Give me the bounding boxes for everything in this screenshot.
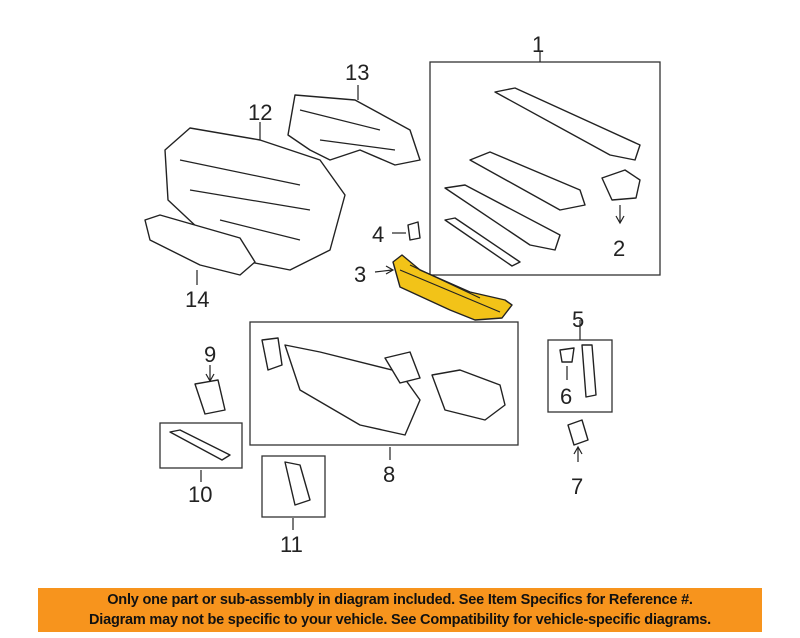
callout-9: 9 [204, 342, 216, 367]
callout-5: 5 [572, 307, 584, 332]
callout-14: 14 [185, 287, 209, 312]
part-10-rail [169, 429, 231, 461]
callout-13: 13 [345, 60, 369, 85]
disclaimer-line-2: Diagram may not be specific to your vehi… [88, 612, 712, 628]
part-8-small [384, 351, 421, 384]
callout-10: 10 [188, 482, 212, 507]
part-14-reinforcement [144, 214, 256, 276]
callout-4: 4 [372, 222, 384, 247]
part-1-cowl-top [494, 87, 641, 161]
part-8-dash-lower [284, 344, 421, 436]
part-1-cowl-inner [444, 184, 561, 251]
part-5-pillar [581, 344, 597, 398]
callout-1: 1 [532, 32, 544, 57]
callout-6: 6 [560, 384, 572, 409]
group-box-1 [429, 61, 661, 276]
callout-8: 8 [383, 462, 395, 487]
part-4-clip [407, 221, 421, 241]
disclaimer-banner: Only one part or sub-assembly in diagram… [38, 588, 762, 632]
part-11-bracket [284, 461, 311, 506]
part-2-bracket [601, 169, 641, 201]
callout-7: 7 [571, 474, 583, 499]
callout-2: 2 [613, 236, 625, 261]
part-6-clip [559, 347, 575, 363]
callout-3: 3 [354, 262, 366, 287]
group-box-8 [249, 321, 519, 446]
part-1-cowl-strip [444, 217, 521, 267]
part-8-side-piece [431, 369, 506, 421]
disclaimer-line-1: Only one part or sub-assembly in diagram… [107, 592, 693, 608]
group-box-10 [159, 422, 243, 469]
group-box-5 [547, 339, 613, 413]
part-1-cowl-lower [469, 151, 586, 211]
part-13-panel [287, 94, 421, 166]
group-box-11 [261, 455, 326, 518]
callout-12: 12 [248, 100, 272, 125]
part-8-bracket [261, 337, 283, 371]
part-7-bracket [567, 419, 589, 446]
callout-11: 11 [280, 532, 303, 557]
part-9-bracket [194, 379, 226, 415]
